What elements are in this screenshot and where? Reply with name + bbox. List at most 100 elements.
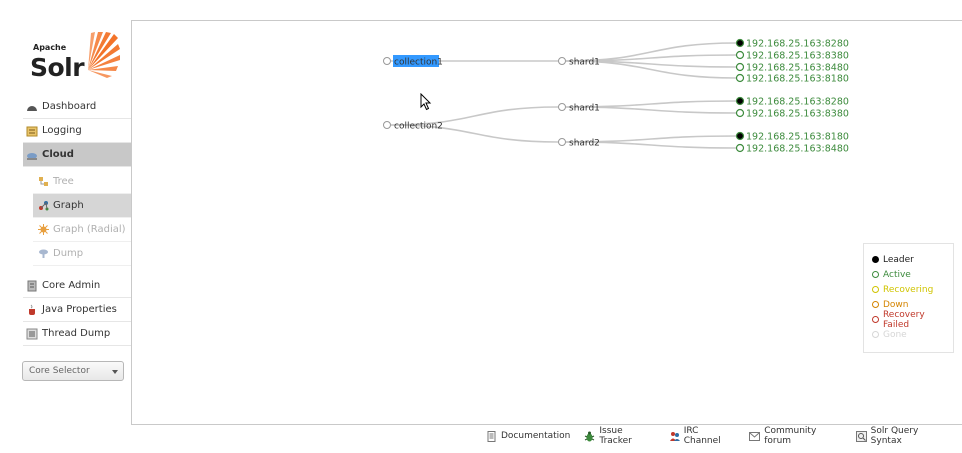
nav-dashboard-label: Dashboard [42, 101, 97, 112]
edge-collection-shard [390, 106, 559, 126]
query-syntax-icon [855, 430, 867, 442]
nav-logging-label: Logging [42, 125, 82, 136]
replica-host-label[interactable]: 192.168.25.163:8480 [746, 144, 849, 155]
shard-node [558, 57, 566, 65]
subnav-dump[interactable]: Dump [33, 242, 131, 266]
nav-java-properties[interactable]: Java Properties [23, 298, 131, 322]
subnav-tree[interactable]: Tree [33, 170, 131, 194]
shard-label[interactable]: shard2 [569, 139, 600, 149]
legend-dot-icon [872, 286, 879, 293]
nav-cloud[interactable]: Cloud [23, 143, 131, 167]
thread-dump-icon [26, 328, 38, 340]
footer-issue-tracker-label: Issue Tracker [599, 426, 632, 446]
nav-core-admin-label: Core Admin [42, 280, 101, 291]
replica-node [735, 108, 745, 118]
edge-shard-replica [565, 106, 737, 114]
nav-dashboard[interactable]: Dashboard [23, 95, 131, 119]
collection-label[interactable]: collection2 [394, 122, 443, 132]
subnav-dump-label: Dump [53, 248, 84, 259]
legend-item: Recovery Failed [872, 309, 953, 330]
footer-irc-channel-label: IRC Channel [683, 426, 721, 446]
subnav-graph-label: Graph [53, 200, 84, 211]
shard-node [558, 103, 566, 111]
footer-community-forum-label: Community forum [764, 426, 817, 446]
legend-item: Active [872, 267, 953, 282]
cloud-subnav: Tree Graph Graph (Radial) Dump [23, 170, 131, 266]
java-icon [26, 304, 38, 316]
replica-node [735, 73, 745, 83]
replica-node [735, 131, 745, 141]
core-selector-dropdown[interactable]: Core Selector [22, 361, 124, 381]
replica-node [735, 96, 745, 106]
logo-solr-text: Solr [30, 53, 85, 82]
subnav-graph-radial-label: Graph (Radial) [53, 224, 126, 235]
dashboard-icon [26, 101, 38, 113]
solr-logo[interactable]: Apache Solr [26, 28, 121, 84]
footer-solr-query-syntax-label: Solr Query Syntax [870, 426, 919, 446]
collection-label[interactable]: collection1 [394, 58, 443, 68]
subnav-tree-label: Tree [53, 176, 74, 187]
footer-solr-query-syntax[interactable]: Solr Query Syntax [855, 426, 948, 446]
replica-host-label[interactable]: 192.168.25.163:8380 [746, 51, 849, 62]
mouse-cursor-icon [420, 93, 432, 111]
chevron-down-icon [112, 370, 118, 374]
nav-thread-dump-label: Thread Dump [42, 328, 111, 339]
replica-host-label[interactable]: 192.168.25.163:8480 [746, 63, 849, 74]
logging-icon [26, 125, 38, 137]
logo-apache-text: Apache [33, 43, 67, 52]
subnav-graph-radial[interactable]: Graph (Radial) [33, 218, 131, 242]
solr-sun-icon [88, 32, 120, 78]
nav-java-properties-label: Java Properties [42, 304, 117, 315]
subnav-graph[interactable]: Graph [33, 194, 131, 218]
tree-icon [38, 176, 49, 187]
irc-icon [669, 431, 680, 442]
edge-collection-shard [390, 124, 559, 143]
replica-host-label[interactable]: 192.168.25.163:8280 [746, 97, 849, 108]
replica-host-label[interactable]: 192.168.25.163:8280 [746, 39, 849, 50]
footer-community-forum[interactable]: Community forum [749, 426, 841, 446]
legend-dot-icon [872, 256, 879, 263]
shard-label[interactable]: shard1 [569, 104, 600, 114]
legend-item: Leader [872, 252, 953, 267]
replica-node [735, 62, 745, 72]
legend-item: Recovering [872, 282, 953, 297]
nav-cloud-label: Cloud [42, 149, 74, 160]
footer-issue-tracker[interactable]: Issue Tracker [584, 426, 654, 446]
replica-node [735, 50, 745, 60]
forum-icon [749, 431, 761, 442]
legend-dot-icon [872, 271, 879, 278]
legend-label: Down [883, 299, 909, 310]
footer-links: Documentation Issue Tracker IRC Channel … [486, 426, 962, 446]
footer-documentation[interactable]: Documentation [486, 430, 570, 442]
nav-thread-dump[interactable]: Thread Dump [23, 322, 131, 346]
replica-host-label[interactable]: 192.168.25.163:8380 [746, 109, 849, 120]
shard-node [558, 138, 566, 146]
legend-label: Gone [883, 329, 907, 340]
edge-shard-replica [565, 141, 737, 149]
sidebar: Apache Solr Dashboa [0, 0, 131, 453]
nav-core-admin[interactable]: Core Admin [23, 274, 131, 298]
footer-irc-channel[interactable]: IRC Channel [669, 426, 735, 446]
legend-dot-icon [872, 301, 879, 308]
collection-node [383, 121, 391, 129]
legend-label: Leader [883, 254, 914, 265]
shard-label[interactable]: shard1 [569, 58, 600, 68]
core-selector-value: Core Selector [29, 366, 90, 376]
legend-label: Recovery Failed [882, 309, 925, 330]
replica-node [735, 38, 745, 48]
bug-icon [584, 431, 595, 442]
legend-label: Active [883, 269, 911, 280]
replica-host-label[interactable]: 192.168.25.163:8180 [746, 74, 849, 85]
legend-item: Down [872, 297, 953, 312]
graph-icon [38, 200, 49, 211]
legend-item: Gone [872, 327, 953, 342]
replica-host-label[interactable]: 192.168.25.163:8180 [746, 132, 849, 143]
edge-shard-replica [565, 60, 737, 79]
radial-icon [38, 224, 49, 235]
legend-label: Recovering [883, 284, 934, 295]
legend-dot-icon [872, 331, 879, 338]
core-admin-icon [26, 280, 38, 292]
nav-logging[interactable]: Logging [23, 119, 131, 143]
